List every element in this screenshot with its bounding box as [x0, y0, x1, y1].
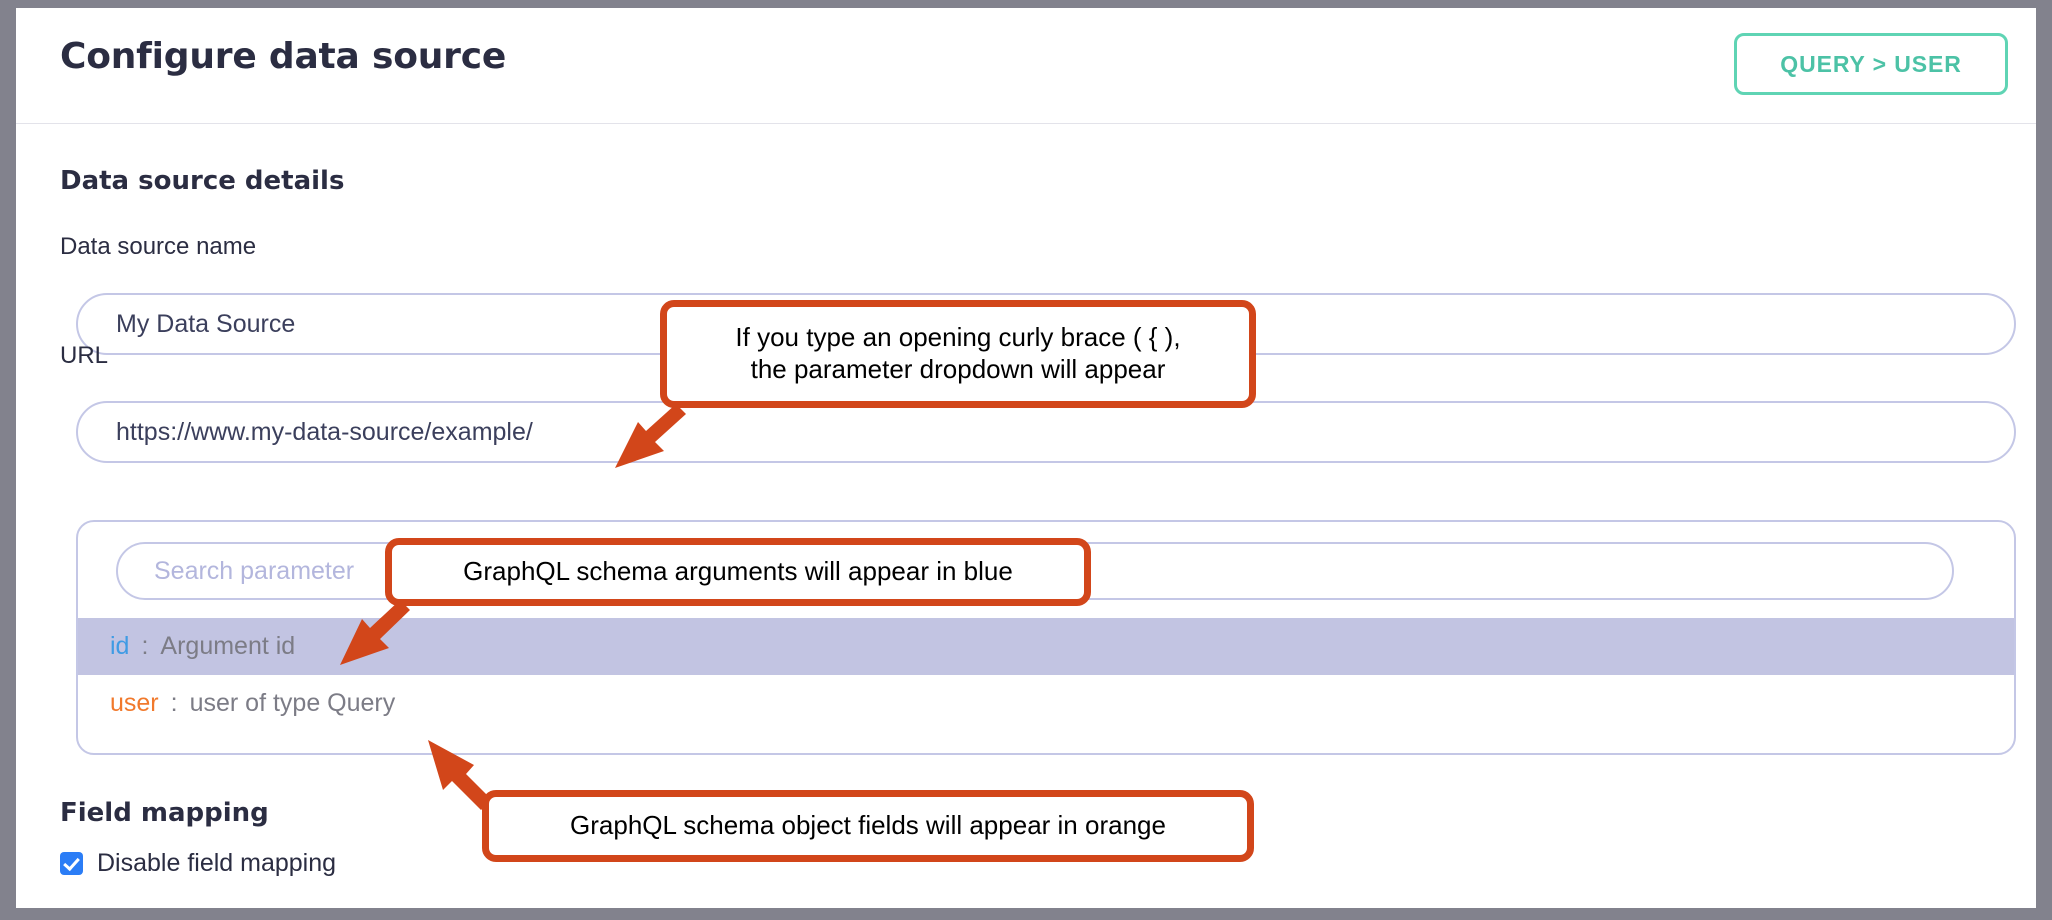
- parameter-option-key: id: [110, 632, 130, 660]
- field-mapping-heading: Field mapping: [60, 798, 269, 828]
- callout-line-1: If you type an opening curly brace ( { )…: [735, 322, 1181, 353]
- configure-data-source-card: Configure data source QUERY > USER Data …: [16, 8, 2036, 908]
- parameter-option-description: user of type Query: [189, 689, 396, 717]
- parameter-option-separator: :: [141, 632, 149, 660]
- annotation-callout-arguments-blue: GraphQL schema arguments will appear in …: [385, 538, 1091, 606]
- window-frame-left: [0, 0, 16, 920]
- url-value: https://www.my-data-source/example/: [116, 417, 533, 446]
- window-frame-top: [0, 0, 2052, 8]
- annotation-callout-object-fields-orange: GraphQL schema object fields will appear…: [482, 790, 1254, 862]
- parameter-option-key: user: [110, 689, 159, 717]
- disable-field-mapping-label: Disable field mapping: [97, 849, 337, 877]
- data-source-name-value: My Data Source: [116, 309, 296, 338]
- parameter-option-separator: :: [170, 689, 178, 717]
- callout-line-1: GraphQL schema arguments will appear in …: [463, 556, 1013, 587]
- callout-line-1: GraphQL schema object fields will appear…: [570, 810, 1166, 841]
- checkmark-icon[interactable]: [60, 852, 83, 875]
- data-source-details-heading: Data source details: [60, 166, 345, 196]
- page-title: Configure data source: [60, 36, 507, 77]
- parameter-option-id[interactable]: id : Argument id: [78, 618, 2014, 675]
- parameter-option-user[interactable]: user : user of type Query: [78, 675, 2014, 732]
- url-input[interactable]: https://www.my-data-source/example/: [76, 401, 2016, 463]
- query-user-button[interactable]: QUERY > USER: [1734, 33, 2008, 95]
- card-header: Configure data source QUERY > USER: [16, 8, 2036, 124]
- search-parameter-placeholder: Search parameter: [154, 556, 355, 585]
- window-frame-bottom: [0, 908, 2052, 920]
- window-frame-right: [2036, 0, 2052, 920]
- data-source-name-label: Data source name: [60, 233, 257, 260]
- url-label: URL: [60, 342, 109, 369]
- parameter-option-description: Argument id: [160, 632, 296, 660]
- disable-field-mapping-checkbox-row[interactable]: Disable field mapping: [60, 849, 336, 878]
- callout-line-2: the parameter dropdown will appear: [750, 354, 1166, 384]
- annotation-callout-curly-brace: If you type an opening curly brace ( { )…: [660, 300, 1256, 408]
